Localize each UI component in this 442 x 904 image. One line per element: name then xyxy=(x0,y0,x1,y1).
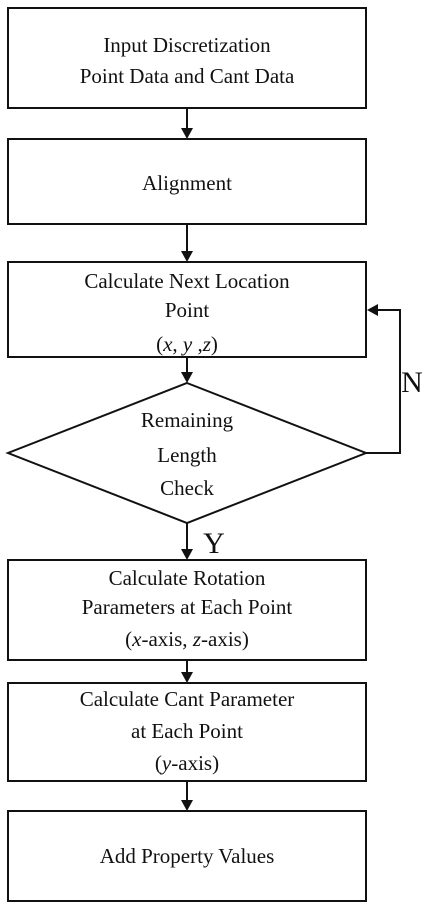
arrow-input-to-alignment xyxy=(181,108,193,139)
coord-separator-1: , xyxy=(172,332,183,356)
rotation-line-1: Calculate Rotation xyxy=(109,566,266,590)
input-data-line-2: Point Data and Cant Data xyxy=(80,64,295,88)
arrow-alignment-to-next-location xyxy=(181,224,193,262)
decision-line-1: Remaining xyxy=(141,408,234,432)
next-location-line-1: Calculate Next Location xyxy=(84,269,290,293)
coord-separator-2: , xyxy=(192,332,203,356)
arrow-next-location-to-decision xyxy=(181,357,193,383)
rotation-axes: (x-axis, z-axis) xyxy=(125,627,249,651)
rotation-z-var: z xyxy=(192,627,201,651)
cant-y-var: y xyxy=(160,751,172,775)
add-property-values-label: Add Property Values xyxy=(100,844,275,868)
cant-line-1: Calculate Cant Parameter xyxy=(80,687,295,711)
decision-line-2: Length xyxy=(157,443,217,467)
rotation-line-2: Parameters at Each Point xyxy=(82,595,293,619)
cant-line-2: at Each Point xyxy=(131,719,243,743)
coord-z: z xyxy=(202,332,211,356)
cant-axis: (y-axis) xyxy=(155,751,219,775)
rotation-z-suffix: -axis xyxy=(201,627,242,651)
rotation-parameters-box: Calculate Rotation Parameters at Each Po… xyxy=(7,559,367,661)
coord-x: x xyxy=(162,332,173,356)
next-location-box: Calculate Next Location Point (x, y ,z) xyxy=(7,261,367,358)
alignment-label: Alignment xyxy=(142,171,232,195)
arrow-rotation-to-cant xyxy=(181,660,193,683)
remaining-length-check-diamond: Remaining Length Check xyxy=(5,381,369,525)
arrow-cant-to-final xyxy=(181,781,193,811)
arrow-no-loop-back xyxy=(366,304,401,454)
coord-y: y xyxy=(181,332,193,356)
branch-label-yes: Y xyxy=(203,527,225,560)
input-data-box: Input Discretization Point Data and Cant… xyxy=(7,7,367,109)
branch-label-no: N xyxy=(401,366,423,399)
alignment-box: Alignment xyxy=(7,138,367,225)
next-location-line-2: Point xyxy=(165,298,210,322)
next-location-coordinates: (x, y ,z) xyxy=(156,332,218,356)
add-property-values-box: Add Property Values xyxy=(7,810,367,902)
rotation-x-var: x xyxy=(131,627,142,651)
decision-line-3: Check xyxy=(160,476,214,500)
cant-parameter-box: Calculate Cant Parameter at Each Point (… xyxy=(7,682,367,782)
input-data-line-1: Input Discretization xyxy=(103,33,271,57)
cant-y-suffix: -axis xyxy=(171,751,212,775)
rotation-x-suffix: -axis, xyxy=(141,627,192,651)
arrow-yes-to-rotation xyxy=(181,523,193,560)
